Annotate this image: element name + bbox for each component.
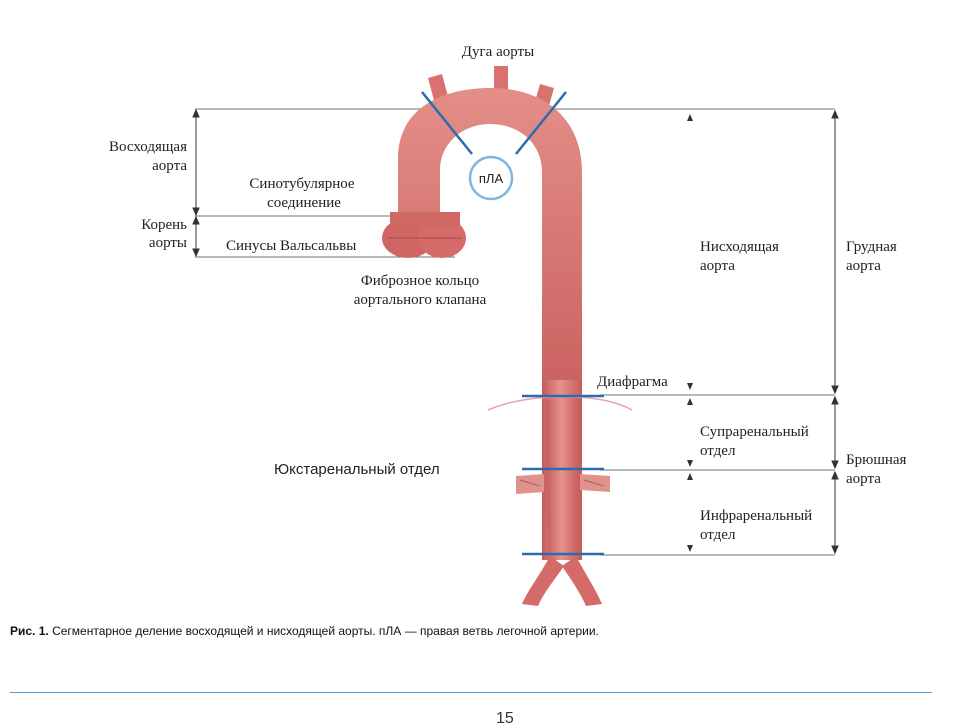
iliac-left [522, 556, 564, 606]
segment-markers [421, 91, 604, 556]
figure-caption: Рис. 1. Сегментарное деление восходящей … [10, 624, 599, 638]
footer-divider [10, 692, 932, 693]
annulus-label-2: аортального клапана [354, 292, 487, 308]
ascending-aorta-label-1: Восходящая [109, 139, 187, 155]
outer-dimension-arrows [831, 109, 839, 555]
diaphragm-label: Диафрагма [597, 374, 668, 390]
suprarenal-label-1: Супраренальный [700, 424, 809, 440]
figure-caption-text: Сегментарное деление восходящей и нисход… [48, 624, 599, 638]
sinuses-label: Синусы Вальсальвы [226, 238, 356, 254]
annulus-label-1: Фиброзное кольцо [361, 273, 479, 289]
stj-label-1: Синотубулярное [249, 176, 355, 192]
pla-circle [468, 155, 514, 201]
arch-marker-right [515, 91, 567, 155]
arch-marker-left [421, 91, 473, 155]
renal-artery-left [516, 474, 544, 494]
thoracic-aorta-label-2: аорта [846, 258, 881, 274]
aortic-root-label-1: Корень [141, 217, 187, 233]
iliac-right [562, 556, 602, 606]
juxtarenal-label: Юкстаренальный отдел [274, 461, 440, 478]
descending-aorta-label-2: аорта [700, 258, 735, 274]
aortic-root-label-2: аорты [149, 235, 187, 251]
aorta-illustration [382, 66, 633, 606]
infrarenal-label-2: отдел [700, 527, 736, 543]
suprarenal-label-2: отдел [700, 443, 736, 459]
infrarenal-label-1: Инфраренальный [700, 508, 812, 524]
page-number: 15 [496, 710, 514, 727]
aortic-arch-label: Дуга аорты [462, 44, 534, 60]
ascending-aorta-label-2: аорта [152, 158, 187, 174]
left-dimension-arrows [192, 108, 200, 258]
figure-caption-prefix: Рис. 1. [10, 624, 49, 638]
abdominal-aorta-label-2: аорта [846, 471, 881, 487]
pla-label: пЛА [479, 171, 504, 186]
stj-label-2: соединение [267, 195, 341, 211]
inner-dimension-arrows [687, 114, 693, 552]
abdominal-aorta-label-1: Брюшная [846, 452, 907, 468]
aortic-arch-shape [398, 88, 582, 400]
thoracic-aorta-label-1: Грудная [846, 239, 897, 255]
aorta-diagram: пЛА Дуга аорты Восходящая аорта Корень а… [109, 44, 907, 606]
descending-aorta-label-1: Нисходящая [700, 239, 779, 255]
